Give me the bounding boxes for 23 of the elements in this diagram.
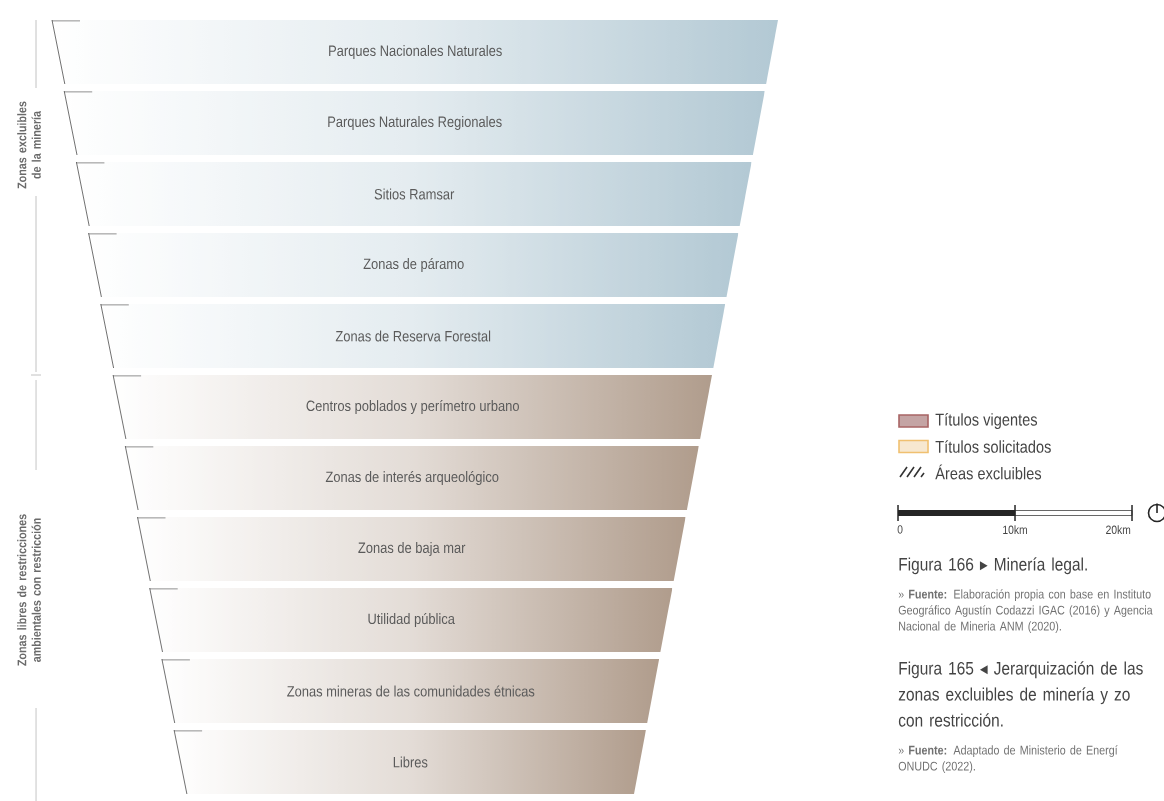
funnel-band: Zonas de páramo: [87, 232, 464, 298]
legend-label: Áreas excluibles: [935, 464, 1042, 480]
legend-label: Títulos solicitados: [935, 440, 1051, 453]
funnel-band: Sitios Ramsar: [75, 161, 455, 227]
funnel-band: Parques Naturales Regionales: [63, 90, 502, 156]
scale-label: 0: [897, 525, 903, 534]
funnel-band: Parques Nacionales Naturales: [51, 19, 502, 85]
group-label: Zonas libres de restricciones ambientales con restricción: [17, 514, 41, 666]
figure-caption: Figura 165 ◂ Jerarquización de las zonas excluibles de minería y zo con restricción.: [898, 661, 1143, 727]
group-label: Zonas excluibles de la minería: [17, 101, 41, 189]
funnel-band: Zonas de Reserva Forestal: [100, 303, 491, 369]
funnel-band: Centros poblados y perímetro urbano: [112, 374, 519, 440]
funnel-band: Zonas de interés arqueológico: [124, 445, 499, 511]
funnel-band: Zonas de baja mar: [136, 516, 466, 582]
funnel-band: Utilidad pública: [148, 587, 455, 653]
figure-caption: Figura 166 ▸ Minería legal.: [899, 557, 1087, 575]
legend-label: Títulos vigentes: [935, 413, 1038, 430]
source-note: » Fuente: Elaboración propia con base en Instituto Geográfico Agustín Codazzi IGAC (2016) y Agencia Nacional de Mineria ANM (2020).: [898, 589, 1153, 633]
scale-label: 10km: [1003, 525, 1027, 534]
scale-label: 20km: [1106, 525, 1131, 534]
funnel-band: Zonas mineras de las comunidades étnicas: [161, 658, 535, 724]
funnel-band: Libres: [173, 729, 428, 795]
source-note: » Fuente: Adaptado de Ministerio de Energí ONUDC (2022).: [898, 745, 1118, 773]
